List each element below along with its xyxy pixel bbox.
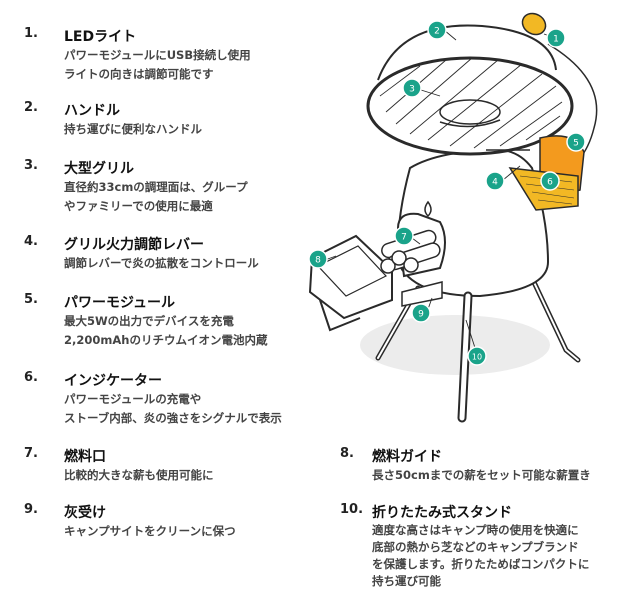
- feature-description: 調節レバーで炎の拡散をコントロール: [64, 254, 259, 273]
- marker-label: 2: [434, 27, 440, 37]
- grill-grate: [379, 57, 563, 149]
- description-line: 比較的大きな薪も使用可能に: [64, 468, 214, 482]
- grill-grate-center: [439, 99, 501, 125]
- marker-label: 7: [401, 233, 407, 243]
- marker-4: 4: [485, 171, 505, 191]
- marker-label: 1: [553, 35, 559, 45]
- stand-leg: [531, 277, 579, 361]
- marker-3: 3: [402, 78, 422, 98]
- feature-number: 2.: [24, 100, 38, 115]
- feature-title: LEDライト: [64, 29, 137, 45]
- grill-adjust-lever: [439, 119, 501, 128]
- description-line: 底部の熱から芝などのキャンプブランド: [372, 540, 579, 554]
- description-line: ライトの向きは調節可能です: [64, 67, 214, 81]
- description-line: 持ち運びに便利なハンドル: [64, 122, 202, 136]
- feature-description: パワーモジュールにUSB接続し使用 ライトの向きは調節可能です: [64, 46, 251, 84]
- marker-label: 6: [547, 178, 553, 188]
- flame-logo-icon: [424, 200, 432, 218]
- feature-description: 持ち運びに便利なハンドル: [64, 120, 202, 139]
- feature-number: 5.: [24, 292, 38, 307]
- marker-label: 3: [409, 85, 415, 95]
- led-light-icon: [521, 12, 547, 36]
- marker-label: 8: [315, 256, 321, 266]
- feature-description: キャンプサイトをクリーンに保つ: [64, 522, 236, 541]
- feature-title: グリル火力調節レバー: [64, 237, 204, 253]
- ground-shadow: [360, 315, 550, 375]
- feature-number: 3.: [24, 158, 38, 173]
- marker-label: 9: [418, 310, 424, 320]
- description-line: 直径約33cmの調理面は、グループ: [64, 180, 248, 194]
- description-line: やファミリーでの使用に最適: [64, 199, 213, 213]
- feature-description: 比較的大きな薪も使用可能に: [64, 466, 214, 485]
- feature-title: 灰受け: [64, 505, 106, 521]
- feature-number: 8.: [340, 446, 354, 461]
- marker-1: 1: [546, 28, 566, 48]
- marker-6: 6: [540, 171, 560, 191]
- description-line: パワーモジュールにUSB接続し使用: [64, 48, 251, 62]
- feature-number: 7.: [24, 446, 38, 461]
- feature-title: 大型グリル: [64, 161, 134, 177]
- stand-leg: [459, 293, 471, 421]
- marker-label: 10: [472, 353, 482, 362]
- feature-description: 適度な高さはキャンプ時の使用を快適に 底部の熱から芝などのキャンプブランド を保…: [372, 522, 589, 590]
- marker-5: 5: [566, 132, 586, 152]
- fuel-guide-tray: [319, 299, 361, 332]
- ash-tray: [401, 281, 443, 307]
- feature-number: 6.: [24, 370, 38, 385]
- description-line: を保護します。折りたためばコンパクトに: [372, 557, 590, 571]
- feature-title: ハンドル: [64, 103, 120, 119]
- marker-label: 5: [573, 139, 579, 149]
- stove-diagram: 1 2 3 4 5 6 7 8 9 10: [308, 12, 598, 423]
- marker-7: 7: [394, 226, 414, 246]
- feature-title: 折りたたみ式スタンド: [372, 505, 512, 521]
- description-line: パワーモジュールの充電や: [64, 392, 202, 406]
- feature-number: 10.: [340, 502, 364, 517]
- handle: [377, 24, 557, 81]
- marker-9: 9: [411, 303, 431, 323]
- marker-8: 8: [308, 249, 328, 269]
- feature-title: 燃料ガイド: [372, 449, 442, 465]
- feature-title: インジケーター: [64, 373, 162, 389]
- marker-2: 2: [427, 20, 447, 40]
- description-line: 長さ50cmまでの薪をセット可能な薪置き: [372, 468, 591, 482]
- description-line: 適度な高さはキャンプ時の使用を快適に: [372, 523, 579, 537]
- feature-title: パワーモジュール: [64, 295, 176, 311]
- feature-number: 1.: [24, 26, 38, 41]
- marker-label: 4: [492, 178, 498, 188]
- feature-number: 9.: [24, 502, 38, 517]
- description-line: 最大5Wの出力でデバイスを充電: [64, 314, 234, 328]
- feature-title: 燃料口: [64, 449, 106, 465]
- description-line: 2,200mAhのリチウムイオン電池内蔵: [64, 333, 268, 347]
- feature-description: パワーモジュールの充電や ストーブ内部、炎の強さをシグナルで表示: [64, 390, 282, 428]
- description-line: 持ち運び可能: [372, 574, 441, 588]
- description-line: ストーブ内部、炎の強さをシグナルで表示: [64, 411, 282, 425]
- description-line: キャンプサイトをクリーンに保つ: [64, 524, 236, 538]
- feature-description: 直径約33cmの調理面は、グループ やファミリーでの使用に最適: [64, 178, 248, 216]
- feature-description: 最大5Wの出力でデバイスを充電 2,200mAhのリチウムイオン電池内蔵: [64, 312, 267, 350]
- marker-10: 10: [467, 346, 487, 366]
- fuel-guide-tray: [308, 234, 393, 320]
- fuel-guide-tray: [317, 245, 387, 297]
- feature-number: 4.: [24, 234, 38, 249]
- feature-description: 長さ50cmまでの薪をセット可能な薪置き: [372, 466, 591, 485]
- description-line: 調節レバーで炎の拡散をコントロール: [64, 256, 259, 270]
